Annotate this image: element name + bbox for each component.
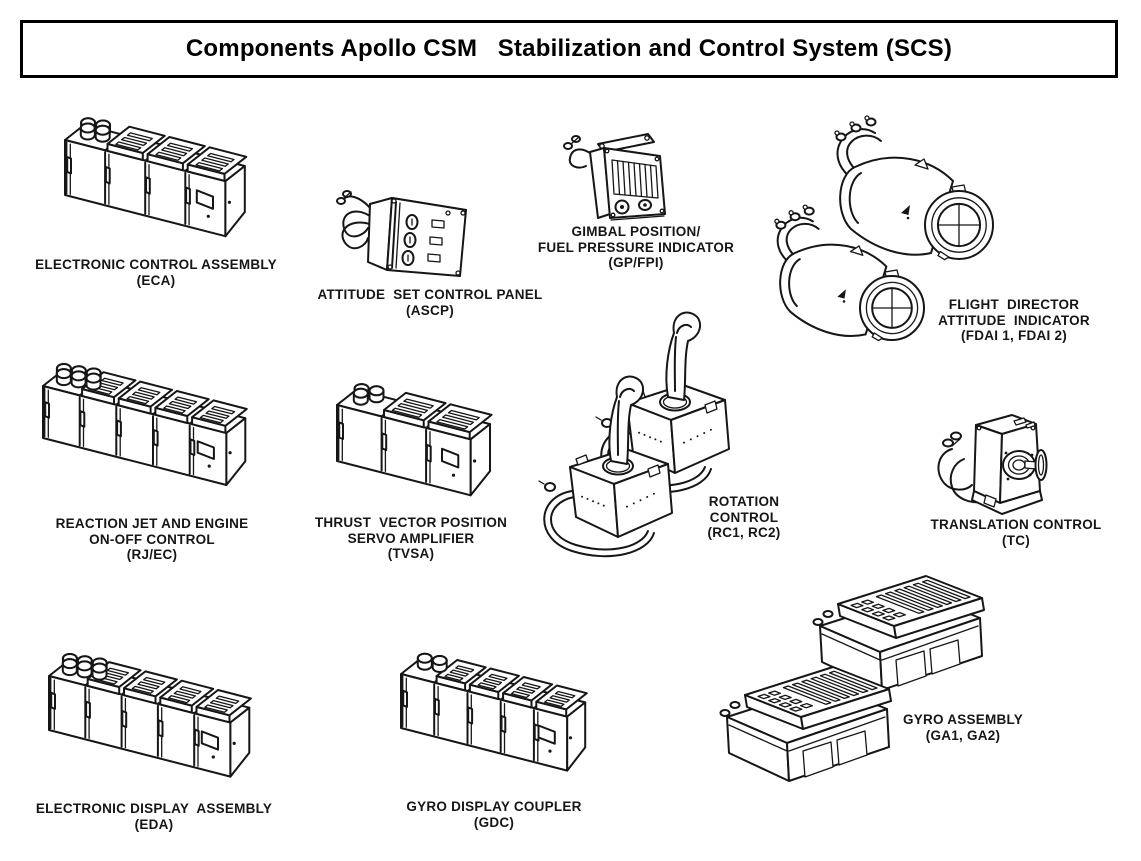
eda-figure <box>48 653 252 778</box>
translation-control-label: TRANSLATION CONTROL (TC) <box>930 517 1102 548</box>
title-box: Components Apollo CSM Stabilization and … <box>20 20 1118 78</box>
ascp-label: ATTITUDE SET CONTROL PANEL (ASCP) <box>317 287 543 318</box>
rjec-figure <box>42 363 248 486</box>
rotation-control-label: ROTATION CONTROL (RC1, RC2) <box>707 494 781 540</box>
eda-label: ELECTRONIC DISPLAY ASSEMBLY (EDA) <box>35 801 273 832</box>
fdai-figure <box>774 115 994 342</box>
gdc-label: GYRO DISPLAY COUPLER (GDC) <box>406 799 582 830</box>
tvsa-figure <box>336 383 493 497</box>
gpfpi-figure <box>563 133 666 221</box>
gyro-assembly-label: GYRO ASSEMBLY (GA1, GA2) <box>902 712 1024 743</box>
gdc-figure <box>400 652 588 772</box>
tvsa-label: THRUST VECTOR POSITION SERVO AMPLIFIER (… <box>314 515 508 561</box>
gpfpi-label: GIMBAL POSITION/ FUEL PRESSURE INDICATOR… <box>537 224 735 270</box>
rjec-label: REACTION JET AND ENGINE ON-OFF CONTROL (… <box>55 516 249 562</box>
rotation-control-figure <box>538 311 730 558</box>
eca-label: ELECTRONIC CONTROL ASSEMBLY (ECA) <box>35 257 277 288</box>
translation-control-figure <box>937 414 1048 515</box>
fdai-label: FLIGHT DIRECTOR ATTITUDE INDICATOR (FDAI… <box>938 297 1090 343</box>
diagram-title: Components Apollo CSM Stabilization and … <box>185 35 953 62</box>
eca-figure <box>64 117 248 238</box>
gyro-assembly-figure <box>719 575 985 782</box>
ascp-figure <box>336 190 467 277</box>
